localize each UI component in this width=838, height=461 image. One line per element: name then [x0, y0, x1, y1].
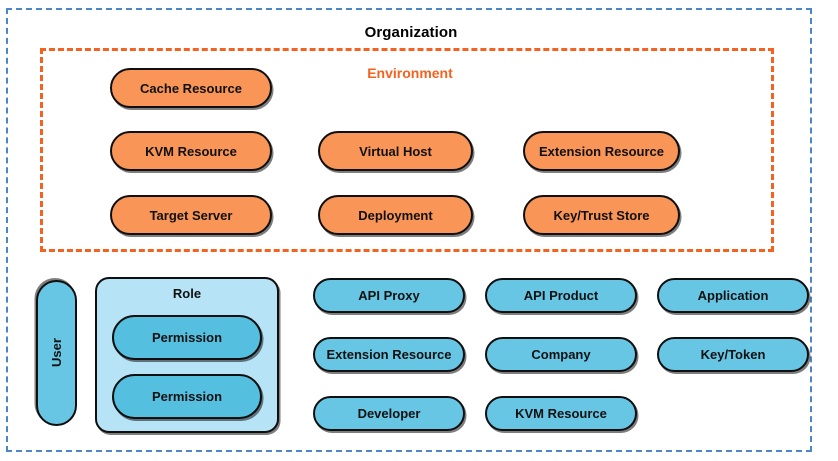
entity-api-proxy[interactable]: API Proxy — [313, 278, 465, 313]
entity-api-product[interactable]: API Product — [485, 278, 637, 313]
environment-container: Environment — [40, 48, 774, 252]
entity-kvm-resource-env[interactable]: KVM Resource — [110, 131, 272, 171]
entity-target-server[interactable]: Target Server — [110, 195, 272, 235]
entity-key-trust-store[interactable]: Key/Trust Store — [523, 195, 680, 235]
environment-title: Environment — [367, 65, 453, 81]
entity-virtual-host[interactable]: Virtual Host — [318, 131, 473, 171]
entity-permission-1[interactable]: Permission — [112, 315, 262, 360]
entity-company[interactable]: Company — [485, 337, 637, 372]
entity-extension-resource-org[interactable]: Extension Resource — [313, 337, 465, 372]
group-role-label: Role — [172, 286, 202, 301]
entity-permission-2[interactable]: Permission — [112, 374, 262, 419]
entity-extension-resource-env[interactable]: Extension Resource — [523, 131, 680, 171]
entity-deployment[interactable]: Deployment — [318, 195, 473, 235]
entity-developer[interactable]: Developer — [313, 396, 465, 431]
entity-user[interactable]: User — [36, 280, 77, 426]
entity-cache-resource[interactable]: Cache Resource — [110, 68, 272, 108]
entity-kvm-resource-org[interactable]: KVM Resource — [485, 396, 637, 431]
entity-application[interactable]: Application — [657, 278, 809, 313]
organization-title: Organization — [364, 24, 458, 41]
entity-key-token[interactable]: Key/Token — [657, 337, 809, 372]
